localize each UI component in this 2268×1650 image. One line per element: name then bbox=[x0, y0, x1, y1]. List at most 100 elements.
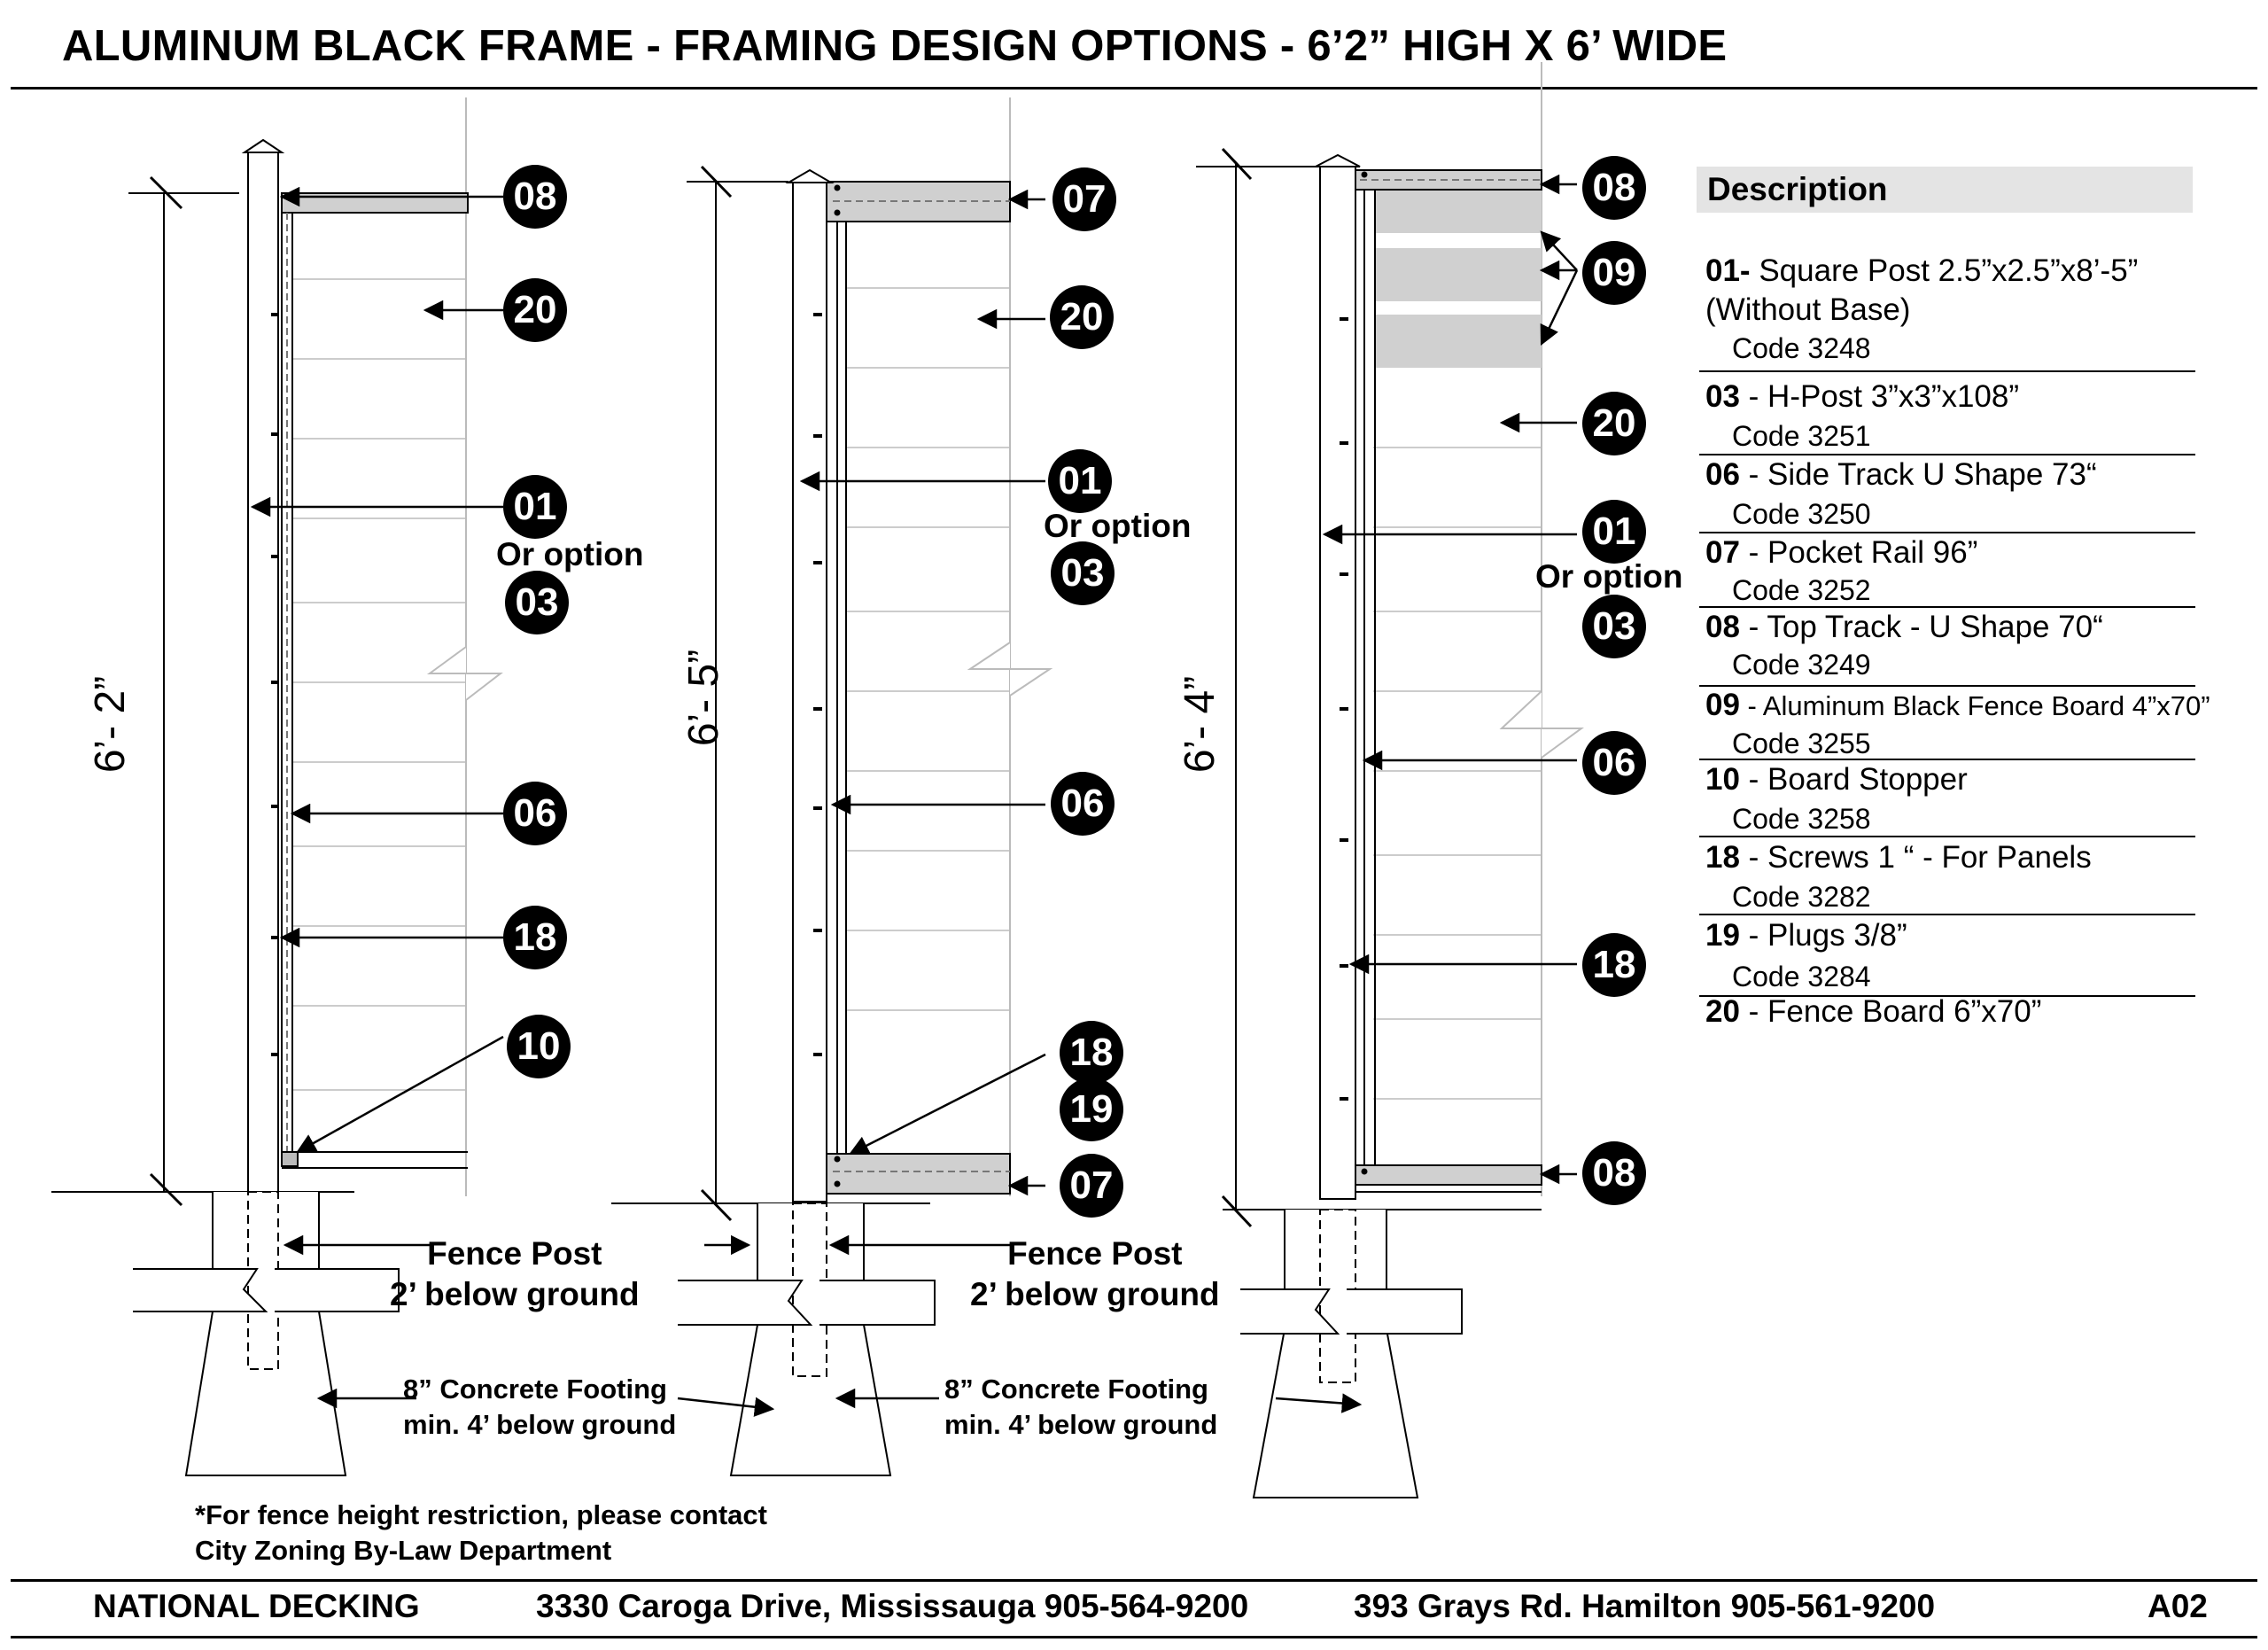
footing-note-1-line2: min. 4’ below ground bbox=[403, 1409, 677, 1440]
post-note-2-line1: Fence Post bbox=[1007, 1235, 1183, 1272]
desc-item-06-num: 06 bbox=[1705, 457, 1740, 492]
callout-09-frame3: 09 bbox=[1582, 241, 1646, 305]
desc-item-01-num: 01- bbox=[1705, 253, 1751, 288]
desc-item-09: 09 - Aluminum Black Fence Board 4”x70” C… bbox=[1705, 686, 2255, 761]
desc-item-09-text: - Aluminum Black Fence Board 4”x70” bbox=[1739, 690, 2210, 721]
desc-divider bbox=[1699, 759, 2195, 760]
post-note-2-line2: 2’ below ground bbox=[970, 1276, 1220, 1312]
desc-item-10-text: - Board Stopper bbox=[1739, 762, 1968, 797]
or-option-frame1: Or option bbox=[496, 536, 644, 572]
desc-item-10: 10 - Board Stopper Code 3258 bbox=[1705, 760, 2202, 838]
desc-item-19-num: 19 bbox=[1705, 918, 1740, 953]
callout-20-frame3: 20 bbox=[1582, 392, 1646, 455]
callout-03-frame1: 03 bbox=[505, 571, 569, 634]
desc-item-08-num: 08 bbox=[1705, 610, 1740, 644]
callout-08-frame1: 08 bbox=[503, 165, 567, 229]
desc-divider bbox=[1699, 995, 2195, 997]
desc-item-01-text: Square Post 2.5”x2.5”x8’-5” bbox=[1759, 253, 2139, 288]
dimension-frame1: 6’- 2” bbox=[87, 675, 135, 774]
desc-item-18-text: - Screws 1 “ - For Panels bbox=[1739, 840, 2092, 875]
or-option-frame3: Or option bbox=[1535, 558, 1683, 595]
or-option-frame2: Or option bbox=[1044, 508, 1192, 544]
post-note-2: Fence Post 2’ below ground bbox=[970, 1234, 1220, 1315]
desc-divider bbox=[1699, 454, 2195, 455]
dimension-frame3: 6’- 4” bbox=[1177, 675, 1224, 774]
footer-company: NATIONAL DECKING bbox=[93, 1588, 420, 1624]
desc-item-09-code: Code 3255 bbox=[1732, 728, 1871, 759]
footing-note-1-line1: 8” Concrete Footing bbox=[403, 1374, 667, 1405]
callout-10-frame1: 10 bbox=[507, 1015, 571, 1078]
footing-note-2-line2: min. 4’ below ground bbox=[944, 1409, 1218, 1440]
footing-note-1: 8” Concrete Footing min. 4’ below ground bbox=[403, 1372, 676, 1443]
callout-06-frame1: 06 bbox=[503, 782, 567, 845]
frame-1 bbox=[51, 97, 503, 1476]
desc-item-03-text: - H-Post 3”x3”x108” bbox=[1739, 379, 2020, 414]
desc-item-01: 01- Square Post 2.5”x2.5”x8’-5” (Without… bbox=[1705, 252, 2202, 367]
desc-item-01-text2: (Without Base) bbox=[1705, 292, 1911, 327]
desc-item-18: 18 - Screws 1 “ - For Panels Code 3282 bbox=[1705, 838, 2202, 916]
post-note-1-line2: 2’ below ground bbox=[390, 1276, 640, 1312]
desc-item-19-text: - Plugs 3/8” bbox=[1739, 918, 1907, 953]
desc-divider bbox=[1699, 370, 2195, 372]
restriction-note-line1: *For fence height restriction, please co… bbox=[195, 1499, 767, 1530]
frame-3 bbox=[1196, 62, 1585, 1498]
callout-18-frame2: 18 bbox=[1060, 1021, 1123, 1085]
desc-item-07: 07 - Pocket Rail 96” Code 3252 bbox=[1705, 533, 2202, 608]
sheet-number: A02 bbox=[2148, 1588, 2208, 1624]
desc-item-07-code: Code 3252 bbox=[1732, 574, 1871, 606]
desc-item-18-code: Code 3282 bbox=[1732, 881, 1871, 913]
desc-item-20-num: 20 bbox=[1705, 994, 1740, 1029]
dimension-frame2: 6’- 5” bbox=[680, 649, 728, 747]
callout-01-frame2: 01 bbox=[1048, 449, 1112, 513]
desc-item-06: 06 - Side Track U Shape 73“ Code 3250 bbox=[1705, 455, 2202, 533]
restriction-note: *For fence height restriction, please co… bbox=[195, 1498, 767, 1568]
desc-divider bbox=[1699, 685, 2195, 687]
desc-item-07-num: 07 bbox=[1705, 535, 1740, 570]
description-heading: Description bbox=[1697, 167, 2193, 213]
post-note-1-line1: Fence Post bbox=[427, 1235, 602, 1272]
footer-bottom-rule bbox=[11, 1636, 2257, 1638]
callout-19-frame2: 19 bbox=[1060, 1078, 1123, 1141]
desc-item-20-text: - Fence Board 6”x70” bbox=[1739, 994, 2042, 1029]
desc-item-06-code: Code 3250 bbox=[1732, 498, 1871, 530]
desc-item-03-num: 03 bbox=[1705, 379, 1740, 414]
callout-07-top-frame2: 07 bbox=[1052, 167, 1116, 231]
footer-top-rule bbox=[11, 1579, 2257, 1582]
footer-address-mississauga: 3330 Caroga Drive, Mississauga 905-564-9… bbox=[536, 1588, 1249, 1624]
desc-item-03-code: Code 3251 bbox=[1732, 420, 1871, 452]
callout-01-frame1: 01 bbox=[503, 475, 567, 539]
callout-06-frame3: 06 bbox=[1582, 731, 1646, 795]
desc-divider bbox=[1699, 606, 2195, 608]
footing-note-2-line1: 8” Concrete Footing bbox=[944, 1374, 1208, 1405]
callout-01-frame3: 01 bbox=[1582, 500, 1646, 564]
callout-08-top-frame3: 08 bbox=[1582, 156, 1646, 220]
desc-item-10-num: 10 bbox=[1705, 762, 1740, 797]
restriction-note-line2: City Zoning By-Law Department bbox=[195, 1535, 612, 1566]
callout-03-frame2: 03 bbox=[1051, 541, 1115, 605]
footer-address-hamilton: 393 Grays Rd. Hamilton 905-561-9200 bbox=[1354, 1588, 1936, 1624]
drawing-title: ALUMINUM BLACK FRAME - FRAMING DESIGN OP… bbox=[62, 22, 1728, 70]
desc-item-01-code: Code 3248 bbox=[1732, 332, 1871, 364]
callout-18-frame1: 18 bbox=[503, 906, 567, 969]
desc-divider bbox=[1699, 532, 2195, 533]
callout-08-bottom-frame3: 08 bbox=[1582, 1141, 1646, 1205]
desc-item-19-code: Code 3284 bbox=[1732, 961, 1871, 992]
desc-item-08-code: Code 3249 bbox=[1732, 649, 1871, 681]
desc-item-07-text: - Pocket Rail 96” bbox=[1739, 535, 1978, 570]
callout-20-frame1: 20 bbox=[503, 278, 567, 342]
callout-20-frame2: 20 bbox=[1050, 285, 1114, 349]
desc-divider bbox=[1699, 836, 2195, 837]
desc-item-06-text: - Side Track U Shape 73“ bbox=[1739, 457, 2097, 492]
desc-item-08-text: - Top Track - U Shape 70“ bbox=[1739, 610, 2103, 644]
callout-07-bottom-frame2: 07 bbox=[1060, 1154, 1123, 1218]
desc-item-08: 08 - Top Track - U Shape 70“ Code 3249 bbox=[1705, 608, 2202, 682]
desc-item-10-code: Code 3258 bbox=[1732, 803, 1871, 835]
desc-item-20: 20 - Fence Board 6”x70” bbox=[1705, 992, 2202, 1031]
desc-item-18-num: 18 bbox=[1705, 840, 1740, 875]
callout-06-frame2: 06 bbox=[1051, 772, 1115, 836]
callout-18-frame3: 18 bbox=[1582, 933, 1646, 997]
footing-note-2: 8” Concrete Footing min. 4’ below ground bbox=[944, 1372, 1217, 1443]
title-rule bbox=[11, 87, 2257, 90]
desc-item-03: 03 - H-Post 3”x3”x108” Code 3251 bbox=[1705, 377, 2202, 455]
